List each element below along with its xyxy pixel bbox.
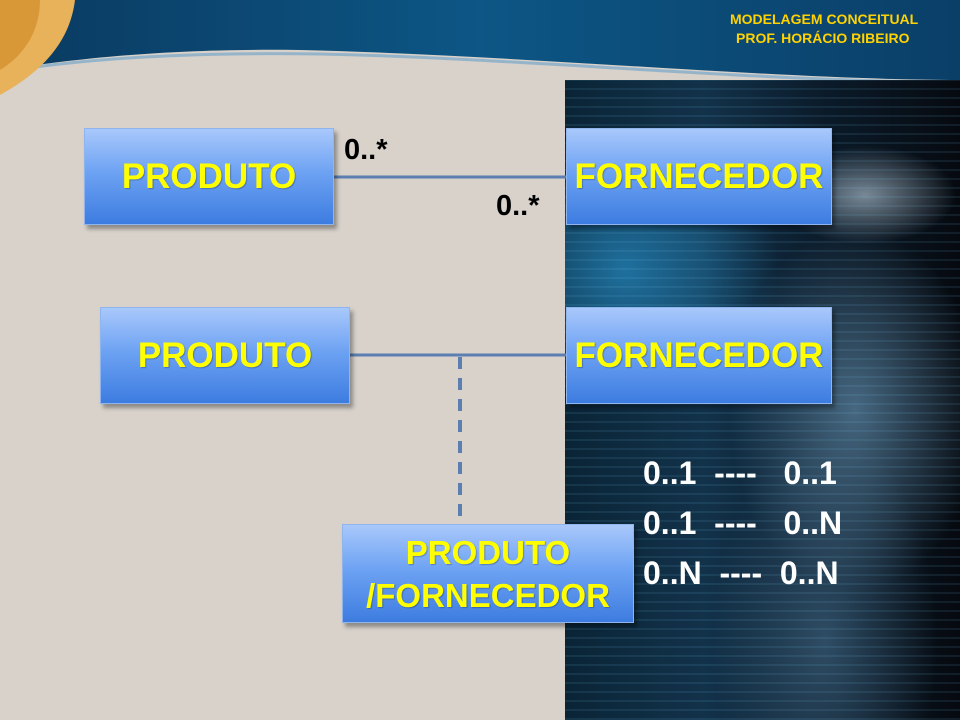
entity-produto-1: PRODUTO (84, 128, 334, 225)
multiplicity-label-right: 0..* (496, 190, 540, 222)
header-band (0, 0, 960, 95)
header-author: PROF. HORÁCIO RIBEIRO (736, 30, 910, 46)
cardinality-one-to-many: 0..1 ---- 0..N (643, 505, 843, 541)
header-title: MODELAGEM CONCEITUAL (730, 11, 919, 27)
associative-entity-line2: /FORNECEDOR (366, 576, 610, 614)
entity-fornecedor-1: FORNECEDOR (566, 128, 832, 225)
entity-produto-2: PRODUTO (100, 307, 350, 404)
associative-entity-line1: PRODUTO (405, 533, 571, 571)
entity-produto-fornecedor: PRODUTO /FORNECEDOR (342, 524, 634, 623)
multiplicity-label-left: 0..* (344, 134, 388, 166)
entity-fornecedor-2: FORNECEDOR (566, 307, 832, 404)
cardinality-many-to-many: 0..N ---- 0..N (643, 555, 839, 591)
cardinality-one-to-one: 0..1 ---- 0..1 (643, 455, 837, 491)
